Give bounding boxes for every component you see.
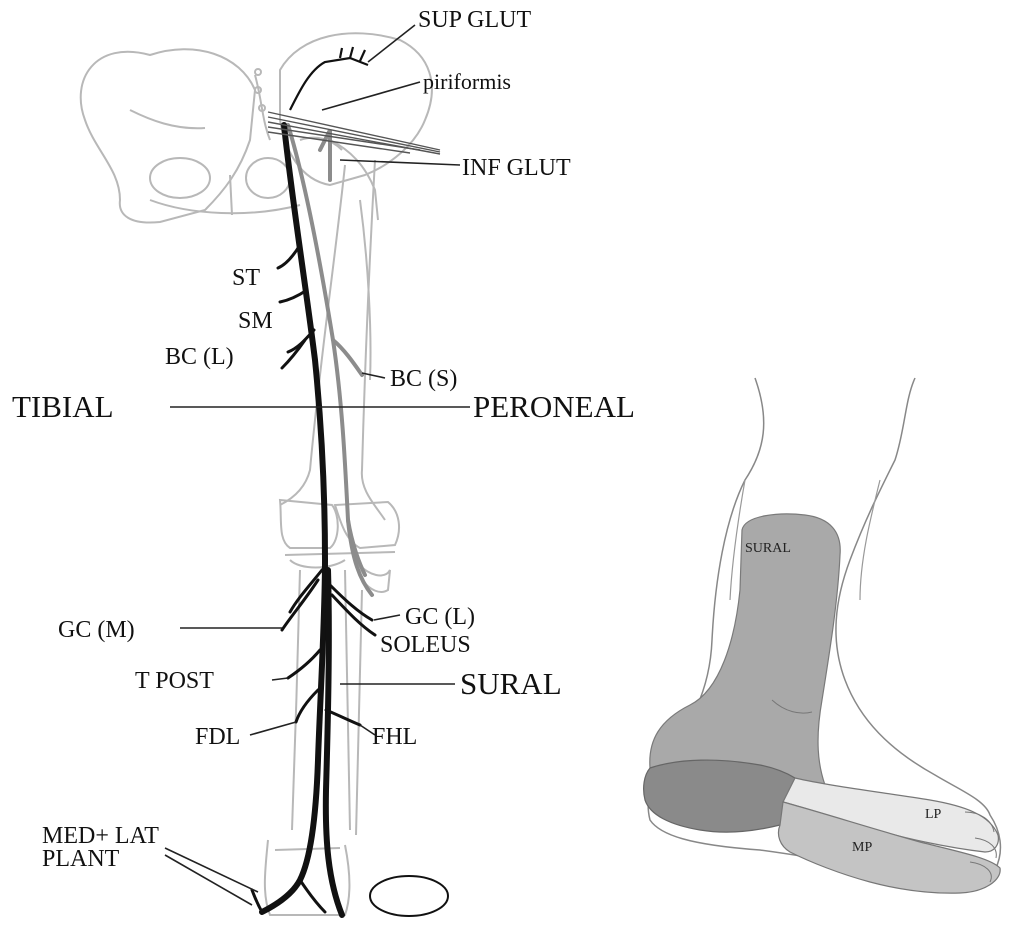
label-fdl: FDL [195, 724, 240, 750]
tibial-nerve [262, 125, 342, 915]
label-sm: SM [238, 308, 273, 334]
label-tibial: TIBIAL [12, 389, 114, 424]
label-inf-glut: INF GLUT [462, 155, 571, 181]
label-st: ST [232, 265, 260, 291]
foot-diagram: SURAL LP MP [644, 378, 1001, 893]
label-bc-s: BC (S) [390, 366, 457, 392]
signature-stamp [370, 876, 448, 916]
tibia-fibula-outline [265, 570, 362, 915]
label-bc-l: BC (L) [165, 344, 234, 370]
heel-zone [644, 760, 795, 832]
label-fhl: FHL [372, 724, 417, 750]
pelvis-outline [81, 33, 432, 222]
label-t-post: T POST [135, 668, 214, 694]
label-med-lat-plant-line2: PLANT [42, 846, 120, 872]
label-peroneal: PERONEAL [473, 389, 635, 424]
foot-label-mp: MP [852, 840, 872, 855]
label-piriformis: piriformis [423, 69, 511, 94]
label-gc-m: GC (M) [58, 617, 135, 643]
foot-label-sural: SURAL [745, 541, 791, 556]
label-sural: SURAL [460, 666, 562, 701]
label-soleus: SOLEUS [380, 632, 471, 658]
label-sup-glut: SUP GLUT [418, 7, 531, 33]
peroneal-nerve [288, 125, 372, 595]
foot-label-lp: LP [925, 807, 942, 822]
label-gc-l: GC (L) [405, 604, 475, 630]
